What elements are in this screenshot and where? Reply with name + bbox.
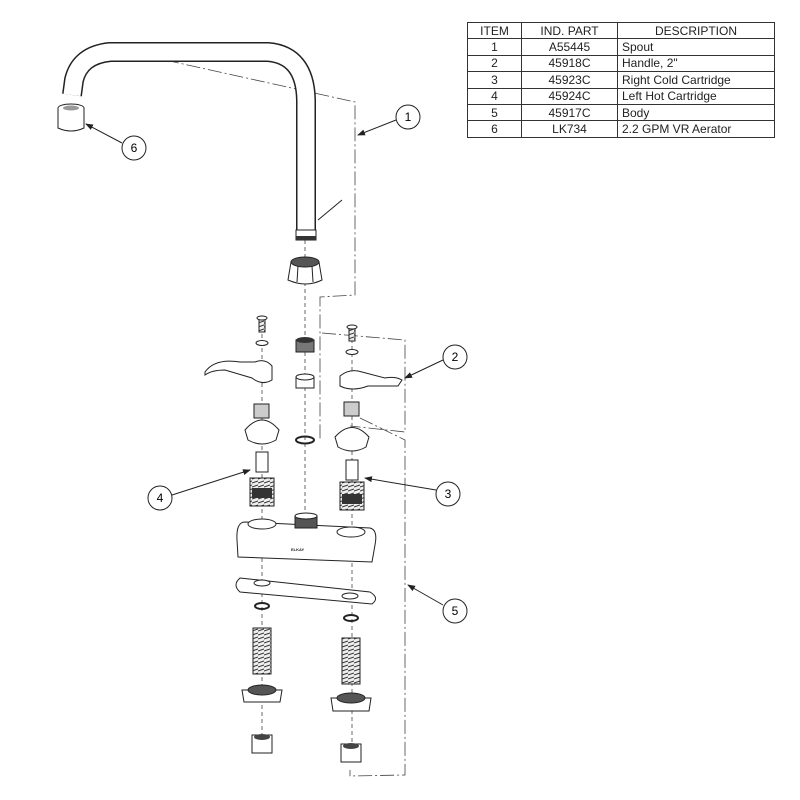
table-header: ITEM IND. PART DESCRIPTION <box>467 21 775 40</box>
leader-arrows <box>85 119 444 606</box>
header-description: DESCRIPTION <box>617 21 775 40</box>
callout-5: 5 <box>442 598 468 624</box>
part-number: 45924C <box>521 87 618 105</box>
aerator <box>57 103 85 132</box>
part-description: Left Hot Cartridge <box>617 87 775 105</box>
left-handle-assembly <box>204 315 280 507</box>
svg-text:4: 4 <box>157 491 164 505</box>
callout-3: 3 <box>435 481 461 507</box>
item-number: 4 <box>467 87 522 105</box>
phantom-lines <box>164 59 406 777</box>
spout-group-line <box>164 59 356 440</box>
item-number: 5 <box>467 103 522 122</box>
callout-6: 6 <box>121 135 147 161</box>
spout-nut <box>287 256 323 285</box>
left-shank-parts <box>241 602 283 754</box>
callout-1: 1 <box>395 104 421 130</box>
callout-2: 2 <box>442 344 468 370</box>
svg-text:6: 6 <box>131 141 138 155</box>
callout-4: 4 <box>147 485 173 511</box>
item-number: 2 <box>467 54 522 73</box>
part-number: LK734 <box>521 120 618 138</box>
header-item: ITEM <box>467 21 522 40</box>
item-number: 1 <box>467 38 522 56</box>
part-description: Handle, 2" <box>617 54 775 73</box>
right-handle-assembly <box>334 324 403 511</box>
part-number: A55445 <box>521 38 618 56</box>
svg-text:2: 2 <box>452 350 459 364</box>
part-number: 45917C <box>521 103 618 122</box>
part-number: 45923C <box>521 71 618 89</box>
part-description: Body <box>617 103 775 122</box>
body-logo: ELKAY <box>291 547 305 552</box>
svg-text:1: 1 <box>405 110 412 124</box>
gasket-plate <box>235 577 376 605</box>
svg-text:5: 5 <box>452 604 459 618</box>
spout <box>62 42 343 241</box>
svg-text:3: 3 <box>445 487 452 501</box>
header-part: IND. PART <box>521 21 618 40</box>
handle-group-line <box>321 332 406 433</box>
faucet-body: ELKAY <box>236 512 377 563</box>
part-description: 2.2 GPM VR Aerator <box>617 120 775 138</box>
item-number: 6 <box>467 120 522 138</box>
part-description: Right Cold Cartridge <box>617 71 775 89</box>
body-group-line <box>349 417 406 777</box>
part-description: Spout <box>617 38 775 56</box>
spout-seals <box>295 337 315 445</box>
right-shank-parts <box>330 614 372 763</box>
item-number: 3 <box>467 71 522 89</box>
part-number: 45918C <box>521 54 618 73</box>
